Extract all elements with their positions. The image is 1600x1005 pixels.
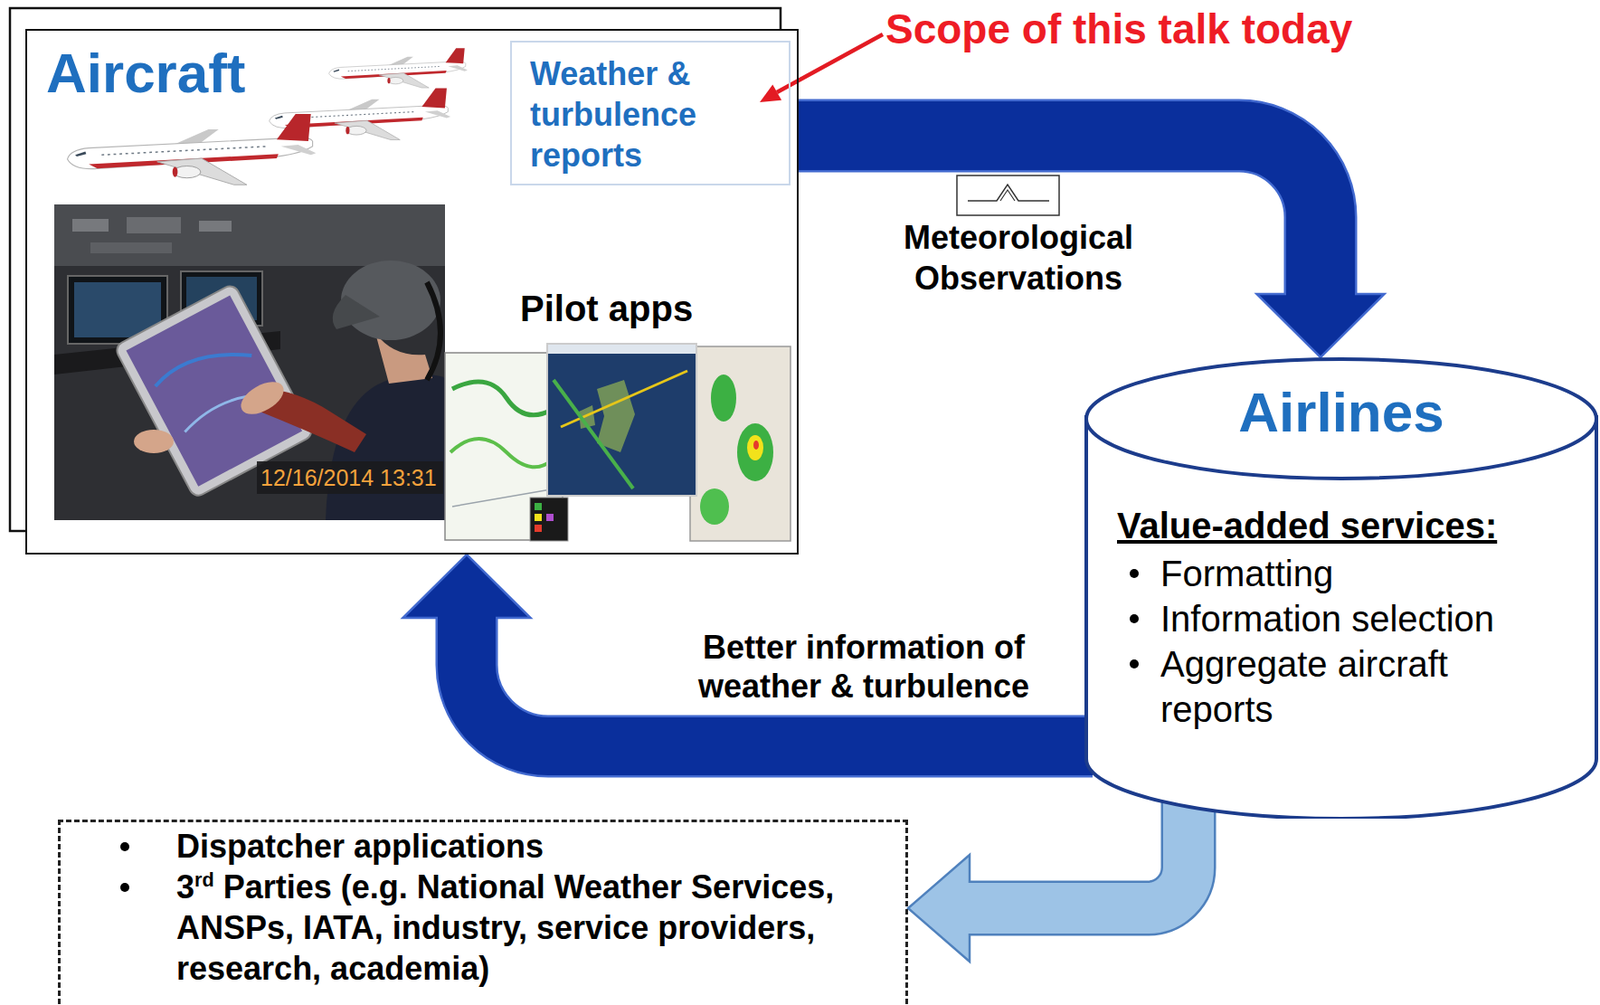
- report-box: Weather & turbulence reports: [510, 40, 791, 186]
- map-line: [450, 438, 556, 467]
- callout-note: Scope of this talk today: [885, 5, 1353, 53]
- legend-swatch: [534, 513, 542, 521]
- aircraft-panel-ground: [25, 28, 799, 555]
- edge-label: Meteorological Observations: [882, 217, 1155, 299]
- switch: [90, 242, 172, 254]
- legend-swatch: [546, 513, 554, 521]
- panel-title: Aircraft: [46, 42, 247, 105]
- bullet-item: Information selection: [1117, 596, 1532, 642]
- track-line: [553, 379, 634, 489]
- signal-symbol: [956, 175, 1060, 216]
- section-label: Pilot apps: [520, 287, 693, 330]
- photo-timestamp: 12/16/2014 13:31: [260, 463, 437, 492]
- radar-echo: [753, 440, 759, 450]
- bullet-dot: [1129, 568, 1139, 578]
- pointer-head: [759, 84, 782, 103]
- arrow-head: [908, 854, 970, 962]
- arrow-head: [403, 554, 531, 618]
- tablet-screen: [125, 295, 303, 487]
- bullet-text: Dispatcher applications: [176, 825, 891, 867]
- block-arrow: [403, 554, 1094, 747]
- section-heading: Value-added services:: [1117, 503, 1532, 548]
- bullet-item: Formatting: [1117, 550, 1532, 597]
- bullet-text: Formatting: [1160, 550, 1532, 597]
- headset-band: [426, 282, 441, 380]
- pilot-cap: [340, 260, 441, 341]
- screenshot: [690, 346, 791, 541]
- bullet-text: Information selection: [1160, 596, 1532, 642]
- arrow-band: [965, 796, 1189, 909]
- cylinder-body: Value-added services:FormattingInformati…: [1117, 503, 1532, 732]
- edge-label: Better information of weather & turbulen…: [682, 627, 1045, 706]
- bullet-dot: [1129, 614, 1139, 624]
- block-arrow: [908, 796, 1189, 962]
- map-legend: [530, 497, 569, 541]
- symbol-trace: [1000, 189, 1015, 201]
- radar-echo: [747, 435, 764, 461]
- app-screenshots: [444, 343, 791, 541]
- pilot-neck: [375, 332, 433, 384]
- map-line: [452, 381, 554, 416]
- bullet-list: FormattingInformation selectionAggregate…: [1117, 550, 1532, 732]
- consumer-box: Dispatcher applications3rd Parties (e.g.…: [57, 819, 909, 1005]
- bullet-item: Aggregate aircraft reports: [1117, 641, 1532, 732]
- bullet-dot: [1129, 659, 1139, 669]
- box-text: Weather & turbulence reports: [530, 53, 771, 176]
- radar-echo: [700, 488, 729, 525]
- screenshot: [547, 343, 697, 496]
- stamp-ground: [256, 461, 444, 494]
- airliner: [329, 47, 468, 88]
- arrow-band: [798, 135, 1321, 299]
- legend-swatch: [534, 502, 542, 511]
- screenshot-header: [548, 344, 696, 354]
- radar-echo: [737, 423, 774, 482]
- cockpit-photo: [54, 204, 445, 521]
- bullet-item: Dispatcher applications: [60, 825, 906, 867]
- pilot-hand: [133, 429, 174, 454]
- tablet-route: [152, 333, 253, 402]
- bullet-dot: [120, 882, 130, 892]
- pointer-line: [776, 34, 883, 93]
- airliner: [67, 113, 317, 185]
- switch: [72, 218, 109, 232]
- radar-echo: [710, 374, 737, 422]
- cylinder-title: Airlines: [1083, 380, 1600, 445]
- cap-brim: [332, 294, 380, 330]
- arrow-band: [466, 613, 1093, 747]
- bullet-item: 3rd Parties (e.g. National Weather Servi…: [60, 866, 906, 989]
- pilot-hand: [235, 375, 289, 421]
- bullet-text: Aggregate aircraft reports: [1160, 641, 1532, 732]
- photo-ground: [54, 204, 445, 521]
- symbol-frame: [956, 175, 1060, 216]
- arrow-head: [1257, 293, 1385, 358]
- switch: [198, 220, 232, 232]
- bullet-dot: [120, 842, 130, 852]
- bullet-text: 3rd Parties (e.g. National Weather Servi…: [176, 866, 891, 989]
- bullet-list: Dispatcher applications3rd Parties (e.g.…: [60, 825, 906, 989]
- overhead-panel: [54, 204, 445, 266]
- symbol-trace: [967, 184, 1050, 201]
- legend-swatch: [534, 524, 542, 532]
- map-land: [596, 379, 635, 453]
- pilot-body: [325, 374, 445, 521]
- box-content: Weather & turbulence reports: [530, 53, 771, 176]
- switch: [126, 217, 181, 234]
- airlines-cylinder: AirlinesValue-added services:FormattingI…: [1083, 357, 1600, 819]
- scope-pointer: [759, 34, 883, 103]
- block-arrow: [798, 135, 1385, 358]
